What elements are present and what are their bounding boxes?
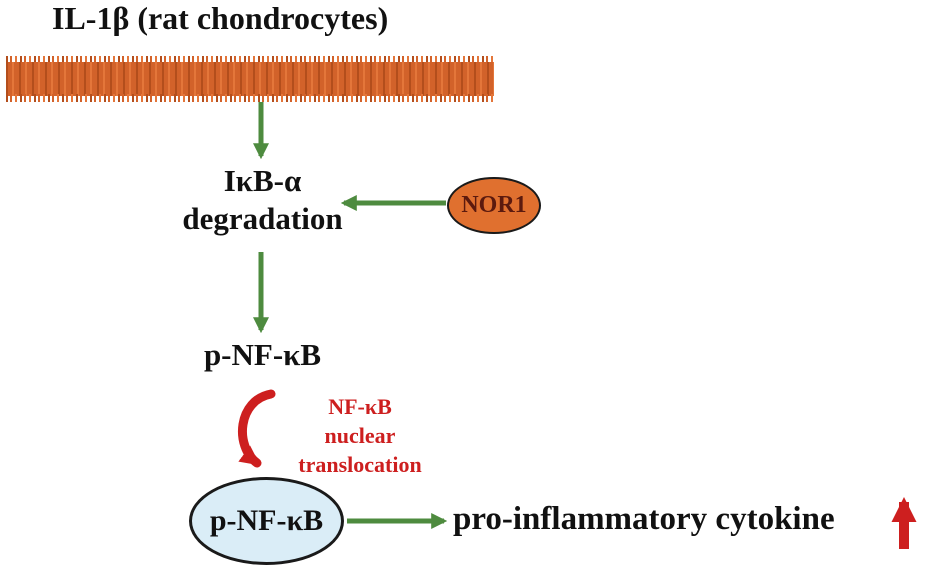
nucleus-pnfkb-label: p-NF-κB (209, 504, 324, 537)
pnfkb-label: p-NF-κB (203, 337, 322, 372)
membrane-fringe-top (6, 56, 494, 64)
nuclear-translocation-label: NF-κB nuclear translocation (280, 392, 440, 479)
nucleus-pnfkb-node: p-NF-κB (189, 477, 344, 565)
nor1-label: NOR1 (461, 192, 527, 218)
ikb-line2: degradation (182, 200, 343, 236)
translocation-line3: translocation (298, 452, 422, 478)
arrow-nuclear-translocation (238, 389, 276, 468)
translocation-line2: nuclear (324, 423, 396, 449)
cell-membrane (6, 56, 494, 102)
cytokine-label: pro-inflammatory cytokine (453, 501, 835, 537)
membrane-fringe-bottom (6, 94, 494, 102)
nor1-node: NOR1 (447, 177, 541, 234)
ikb-line1: IκB-α (223, 163, 302, 198)
diagram-title: IL-1β (rat chondrocytes) (52, 0, 389, 36)
ikb-degradation-label: IκB-α degradation (120, 162, 405, 238)
translocation-line1: NF-κB (328, 394, 392, 419)
membrane-core (6, 62, 494, 96)
